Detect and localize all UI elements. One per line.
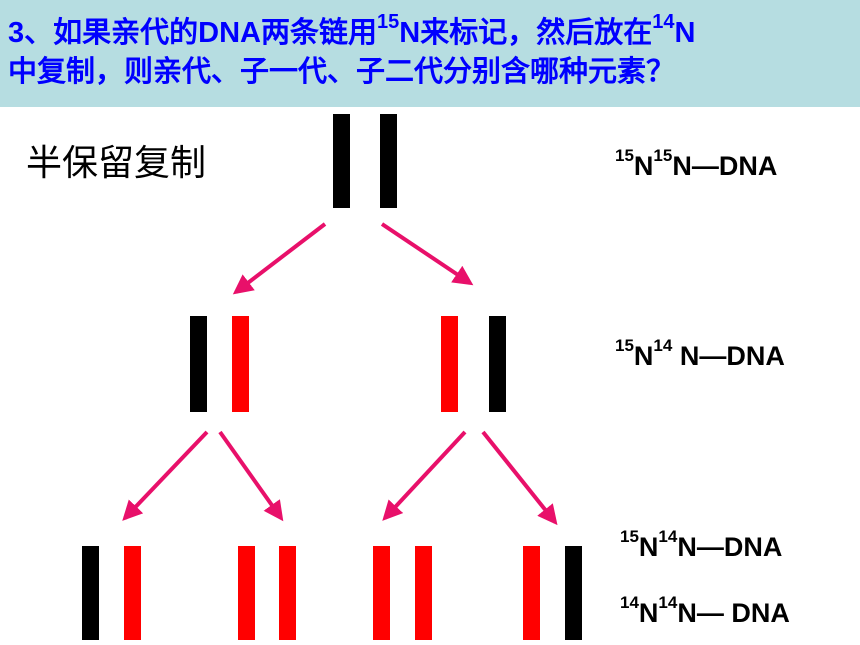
replication-arrow-1 [232, 222, 327, 295]
gen2-dna-3-strand-2 [415, 546, 432, 640]
gen2-dna-4-strand-1 [523, 546, 540, 640]
replication-arrow-6 [481, 430, 558, 526]
question-line-2: 中复制，则亲代、子一代、子二代分别含哪种元素？ [8, 56, 676, 88]
gen2-dna-4-strand-2 [565, 546, 582, 640]
question-line-1: 3、如果亲代的DNA两条链用15N来标记，然后放在14N [8, 11, 696, 49]
label-gen2-hybrid-dna: 15N14N—DNA [620, 527, 783, 562]
question-banner [0, 0, 860, 107]
label-gen1-dna: 15N14 N—DNA [615, 336, 785, 371]
replication-arrow-3 [122, 430, 209, 521]
gen2-dna-3-strand-1 [373, 546, 390, 640]
gen1-dna-1-strand-2 [232, 316, 249, 412]
replication-arrow-4 [218, 430, 284, 522]
gen2-dna-1-strand-1 [82, 546, 99, 640]
gen1-dna-2-strand-2 [489, 316, 506, 412]
label-gen2-light-dna: 14N14N— DNA [620, 593, 790, 628]
gen2-dna-2-strand-2 [279, 546, 296, 640]
gen2-dna-2-strand-1 [238, 546, 255, 640]
gen1-dna-2-strand-1 [441, 316, 458, 412]
gen2-dna-1-strand-2 [124, 546, 141, 640]
method-label: 半保留复制 [26, 143, 207, 184]
replication-arrow-5 [382, 430, 467, 521]
label-parent-dna: 15N15N—DNA [615, 146, 778, 181]
replication-arrow-2 [380, 222, 474, 286]
gen1-dna-1-strand-1 [190, 316, 207, 412]
parent-dna-1-strand-2 [380, 114, 397, 208]
parent-dna-1-strand-1 [333, 114, 350, 208]
